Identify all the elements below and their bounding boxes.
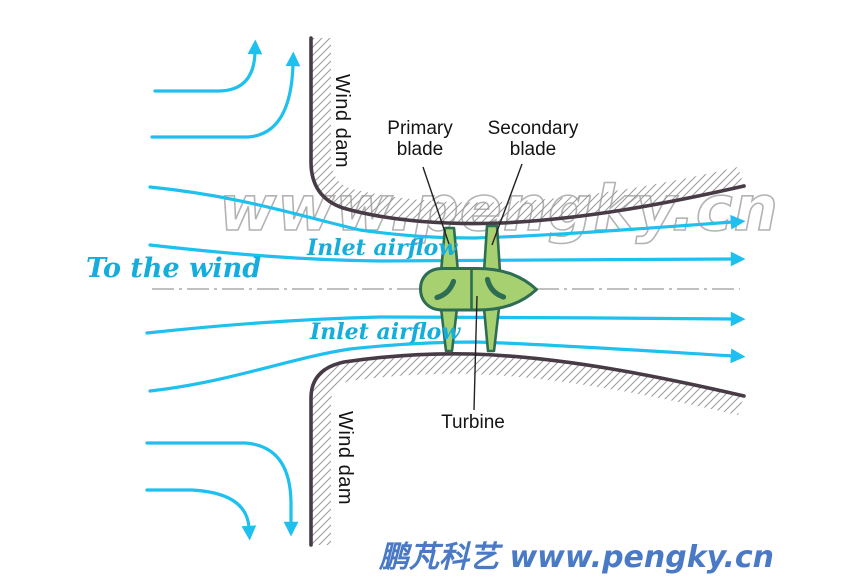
turbine-label: Turbine — [441, 412, 505, 433]
deflected-flow-top-inner — [150, 51, 301, 139]
primary-blade-label: Primary blade — [387, 118, 453, 160]
leader-lines — [422, 163, 523, 411]
to-the-wind-label: To the wind — [86, 253, 262, 284]
primary-blade-leader — [422, 166, 450, 245]
secondary-blade-leader — [491, 163, 523, 246]
rotor-mark-right — [484, 276, 507, 300]
wind-dam-label-top: Wind dam — [331, 73, 353, 169]
bottom-dam-hatch-band — [311, 353, 744, 545]
turbine-assembly — [419, 224, 538, 353]
airflow-lines — [145, 39, 746, 541]
inlet-flow-lower-outer — [148, 340, 746, 393]
wind-dam-label-bottom: Wind dam — [334, 410, 356, 506]
bottom-dam-outline — [309, 351, 746, 547]
rotor-mark-left — [434, 278, 457, 301]
inlet-airflow-label-bottom: Inlet airflow — [310, 319, 461, 345]
inlet-flow-upper-outer — [148, 185, 746, 240]
top-dam-hatch-band — [311, 38, 744, 224]
inlet-airflow-label-top: Inlet airflow — [307, 235, 458, 261]
footer-brand-text: 鹏芃科艺 www.pengky.cn — [379, 540, 775, 575]
turbine-leader — [473, 295, 478, 411]
top-dam-outline — [309, 36, 746, 226]
inlet-flow-lower-inner — [145, 311, 746, 335]
bottom-wind-dam — [309, 351, 746, 547]
secondary-blade-label: Secondary blade — [487, 118, 579, 160]
deflected-flow-top-outer — [153, 39, 263, 93]
deflected-flow-bottom-outer — [145, 441, 299, 537]
deflected-flow-bottom-inner — [145, 488, 257, 541]
top-wind-dam — [309, 36, 746, 226]
turbine-body — [419, 267, 538, 312]
inlet-flow-upper-inner — [148, 243, 746, 267]
